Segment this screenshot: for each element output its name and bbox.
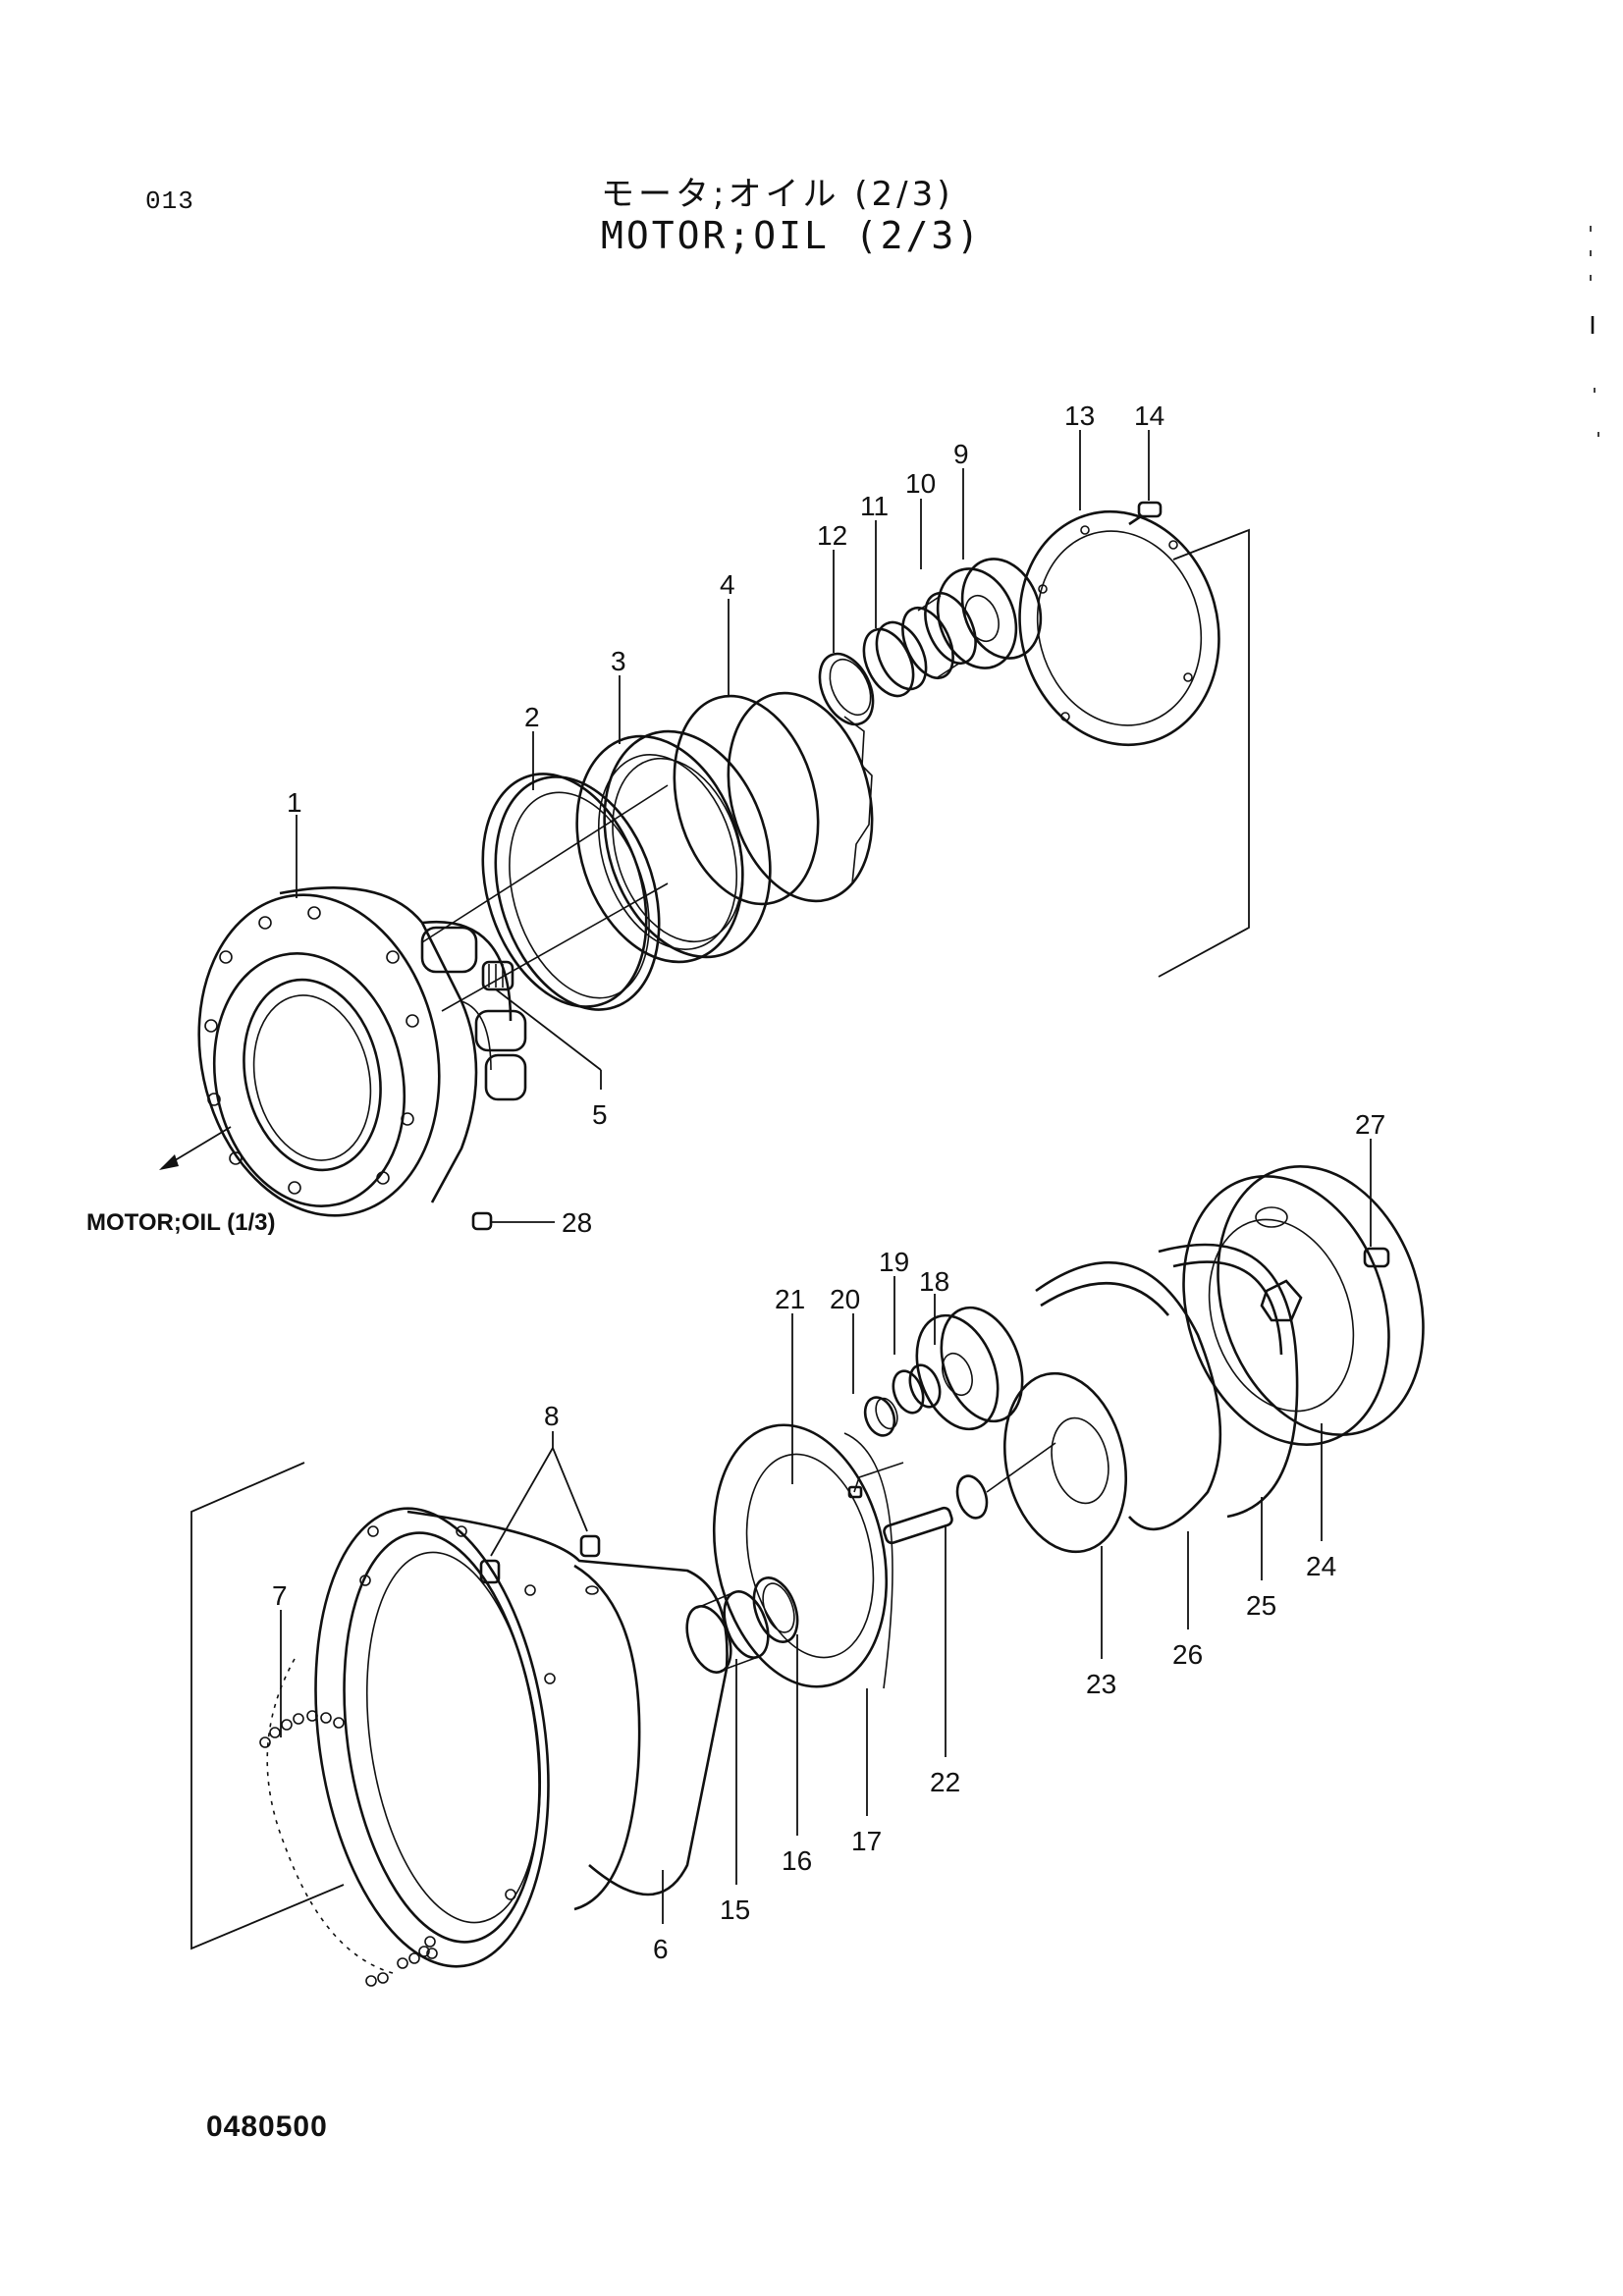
callout-5: 5 (592, 1099, 608, 1130)
callout-27: 27 (1355, 1109, 1385, 1140)
part-7-steel-balls (259, 1658, 436, 1987)
callout-23: 23 (1086, 1669, 1116, 1699)
lower-assembly-bracket (190, 1462, 345, 1950)
part-13-plate (1018, 509, 1220, 747)
part-20-ring (863, 1396, 898, 1437)
part-22-shaft (883, 1474, 989, 1545)
callout-20: 20 (830, 1284, 860, 1314)
callout-18: 18 (919, 1266, 949, 1297)
part-2-ring (481, 773, 661, 1011)
part-17-carrier (712, 1423, 893, 1689)
callout-12: 12 (817, 520, 847, 551)
callout-14: 14 (1134, 400, 1164, 431)
part-11-ring (862, 620, 928, 698)
callout-10: 10 (905, 468, 936, 499)
callout-4: 4 (720, 569, 735, 600)
callout-8: 8 (544, 1401, 560, 1431)
part-28-plug (471, 1211, 493, 1231)
callout-26: 26 (1172, 1639, 1203, 1670)
part-12-snap-ring (818, 652, 875, 726)
callout-25: 25 (1246, 1590, 1276, 1621)
part-5-plug (481, 960, 514, 991)
callout-17: 17 (851, 1826, 882, 1856)
callout-19: 19 (879, 1247, 909, 1277)
callout-28: 28 (562, 1207, 592, 1238)
cross-reference-label: MOTOR;OIL (1/3) (86, 1209, 275, 1236)
part-25-snap-ring (1158, 1243, 1299, 1519)
part-18-planet-gear (915, 1306, 1024, 1431)
upper-assembly-bracket (1158, 528, 1250, 978)
part-19-needle-bearing (892, 1363, 942, 1415)
page-number: 013 (145, 187, 194, 216)
callout-21: 21 (775, 1284, 805, 1314)
part-26-o-ring (1035, 1260, 1222, 1531)
part-1-housing (197, 886, 527, 1217)
part-4-nut (673, 691, 874, 906)
part-24-cover (1182, 1165, 1425, 1446)
part-27-plug (1363, 1247, 1390, 1268)
part-15-sun-gear (685, 1590, 770, 1674)
callout-7: 7 (272, 1580, 288, 1611)
callout-13: 13 (1064, 400, 1095, 431)
callout-16: 16 (782, 1845, 812, 1876)
pin-leader (853, 1462, 904, 1493)
callout-22: 22 (930, 1767, 960, 1797)
part-6-ring-gear-housing (314, 1507, 729, 1968)
edge-marks (1590, 226, 1599, 437)
callout-9: 9 (953, 439, 969, 469)
part-10-needle-bearing (901, 592, 977, 679)
callout-2: 2 (524, 702, 540, 732)
drawing-number: 0480500 (206, 2110, 328, 2143)
callout-15: 15 (720, 1895, 750, 1925)
xref-arrow-head (159, 1154, 179, 1170)
title-japanese: モータ;オイル (2/3) (601, 175, 954, 214)
part-9-gear (936, 558, 1043, 669)
callout-6: 6 (653, 1934, 669, 1964)
part-23-thrust-washer (1002, 1371, 1128, 1554)
part-8-plugs (479, 1534, 601, 1595)
callout-3: 3 (611, 646, 626, 676)
callout-24: 24 (1306, 1551, 1336, 1581)
callout-1: 1 (287, 787, 302, 818)
callout-leaders (280, 430, 1372, 1924)
callout-11: 11 (860, 491, 889, 521)
part-3-bearing (575, 729, 772, 964)
part-14-screw (1128, 501, 1163, 526)
title-english: MOTOR;OIL (2/3) (601, 214, 983, 257)
